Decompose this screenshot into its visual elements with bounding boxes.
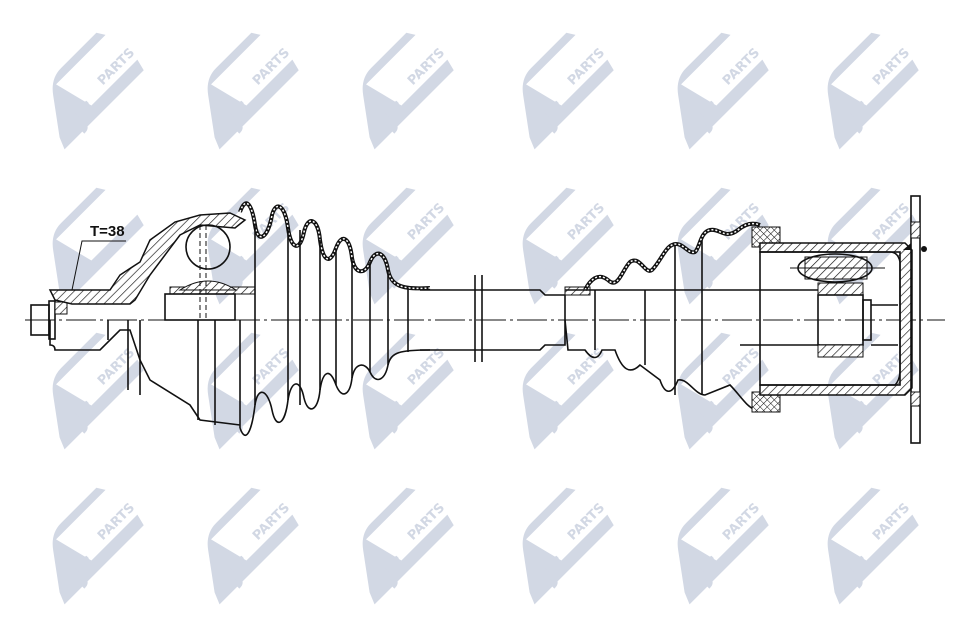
watermark-logo-shape — [362, 187, 454, 305]
watermark-logo-shape — [677, 187, 769, 305]
spline-count-annotation: T=38 — [71, 223, 126, 291]
watermark-logo-shape — [522, 187, 614, 305]
watermark-logo-shape — [362, 487, 454, 605]
watermark-logo-shape — [677, 32, 769, 150]
watermark-logo-shape — [207, 332, 299, 450]
watermark-logo-shape — [827, 332, 919, 450]
outer-cv-boot — [238, 201, 431, 436]
watermark-logo-shape — [52, 332, 144, 450]
spline-count-label: T=38 — [90, 223, 125, 240]
outer-cv-joint — [48, 212, 256, 428]
watermark-logo-shape — [207, 32, 299, 150]
intermediate-shaft — [420, 275, 566, 362]
watermark-logo-shape — [52, 32, 144, 150]
watermark-logo-shape — [827, 32, 919, 150]
watermark-logo-shape — [677, 487, 769, 605]
watermark-logo-shape — [207, 487, 299, 605]
watermark-logo-shape — [677, 332, 769, 450]
watermark-logo-shape — [522, 32, 614, 150]
inner-tripod-joint — [751, 226, 913, 413]
inner-cv-boot — [564, 221, 820, 411]
flange — [903, 195, 927, 444]
watermark-logo-shape — [522, 487, 614, 605]
watermark-logo-shape — [52, 487, 144, 605]
watermark-logo-shape — [362, 332, 454, 450]
watermark-logo-shape — [827, 487, 919, 605]
watermark-logo-shape — [362, 32, 454, 150]
watermark-logo-shape — [522, 332, 614, 450]
